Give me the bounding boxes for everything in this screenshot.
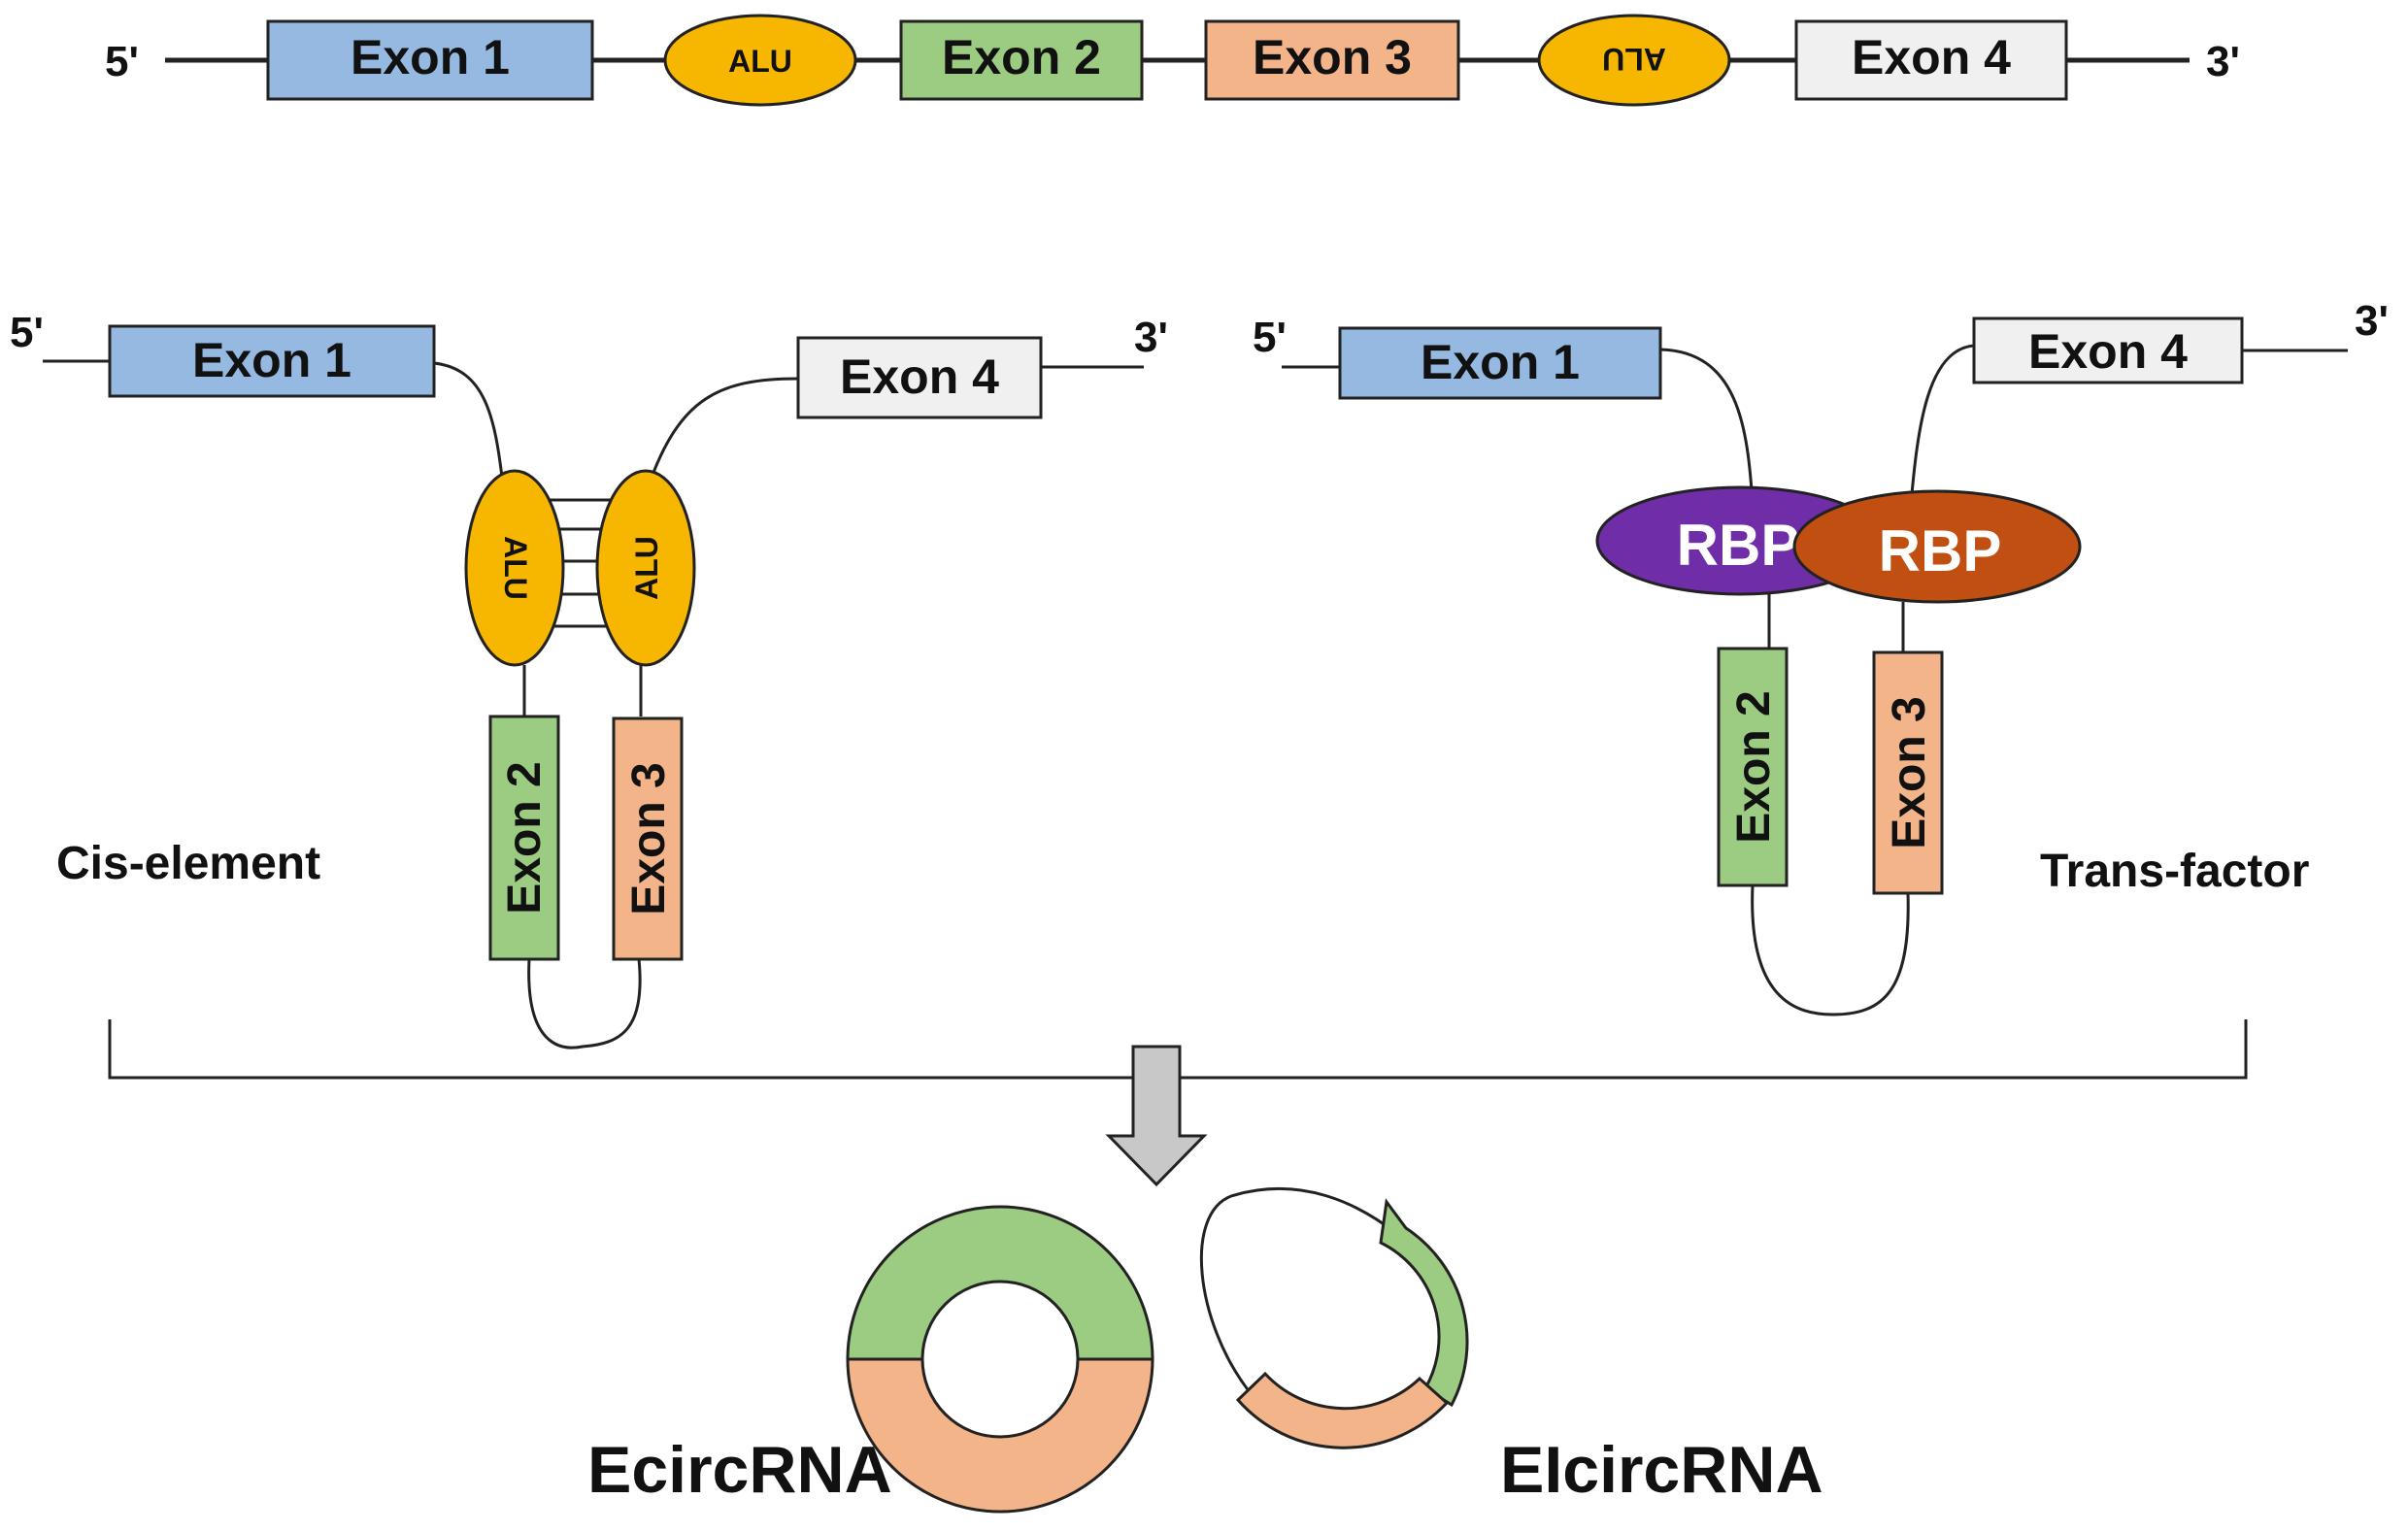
trans-rbp-left-label: RBP [1677,513,1800,578]
ecircrna-ring [846,1205,1154,1514]
cis-exon3-box [612,716,684,961]
top-exon2-box [899,19,1144,101]
cis-element-title: Cis-element [56,838,320,889]
cis-five-prime-label: 5' [10,309,44,356]
trans-exon4-box [1972,316,2244,384]
trans-factor-panel: 5' Exon 1 Exon 4 3' RBP RBP Exon 2 Exon … [1253,297,2389,1016]
trans-intron-left-top [1659,348,1755,506]
top-alu1-ellipse [663,14,857,107]
trans-exon1-label: Exon 1 [1421,335,1580,389]
elcircrna-label: EIcircRNA [1500,1433,1823,1507]
elcircrna-exon2-arc [1379,1198,1469,1408]
top-exon3-box [1204,19,1460,101]
trans-lariat-loop [1751,884,1910,1016]
elcircrna-exon3-arc [1235,1371,1450,1449]
cis-lariat-loop [527,958,642,1049]
ecircrna-label: EcircRNA [587,1433,892,1507]
top-alu1-label: ALU [728,44,792,79]
top-exon4-box [1794,19,2068,101]
cis-intron-left-top [433,361,505,486]
trans-rbp-right-label: RBP [1879,518,2002,583]
cis-alu-left-ellipse [464,469,565,667]
top-exon1-label: Exon 1 [351,30,510,84]
cis-exon3-label: Exon 3 [623,762,675,915]
top-exon2-label: Exon 2 [942,30,1101,84]
cis-exon2-label: Exon 2 [499,761,551,914]
trans-exon4-label: Exon 4 [2028,324,2188,379]
trans-factor-title: Trans-factor [2040,846,2309,897]
top-gene-structure: 5' 3' Exon 1 ALU Exon 2 Exon 3 ALU Exon … [105,14,2240,107]
trans-five-prime-label: 5' [1253,314,1287,361]
top-five-prime-label: 5' [105,38,139,85]
cis-exon1-box [108,324,436,398]
top-exon4-label: Exon 4 [1852,30,2011,84]
elcircrna-intron-loop [1199,1187,1399,1393]
elcircrna-loop [1199,1187,1469,1449]
cis-alu-right-label: ALU [629,536,664,600]
top-alu2-label: ALU [1602,42,1666,77]
trans-exon3-label: Exon 3 [1884,696,1935,849]
cis-alu-right-ellipse [595,469,696,667]
trans-rbp-right-ellipse [1792,489,2082,604]
cis-exon4-label: Exon 4 [840,350,999,404]
trans-exon1-box [1338,326,1662,400]
cis-exon2-box [488,715,560,961]
ecircrna-exon2-half [846,1205,1154,1361]
cis-exon4-box [796,336,1043,419]
cis-element-panel: 5' Exon 1 Exon 4 3' ALU ALU Exon 2 Exon … [10,309,1168,1049]
trans-exon3-box [1872,650,1944,895]
trans-three-prime-label: 3' [2355,297,2389,345]
cis-alu-left-label: ALU [498,536,533,600]
trans-exon2-box [1717,647,1789,887]
top-alu2-ellipse [1537,14,1731,107]
trans-exon2-label: Exon 2 [1728,690,1780,843]
top-exon3-label: Exon 3 [1253,30,1412,84]
down-arrow-icon [1105,1045,1208,1187]
cis-three-prime-label: 3' [1134,314,1168,361]
ecircrna-exon3-half [846,1357,1154,1514]
top-exon1-box [266,19,594,101]
top-three-prime-label: 3' [2206,38,2240,85]
cis-exon1-label: Exon 1 [192,333,351,387]
trans-intron-right-top [1909,344,1975,506]
cis-intron-right-top [647,377,799,486]
